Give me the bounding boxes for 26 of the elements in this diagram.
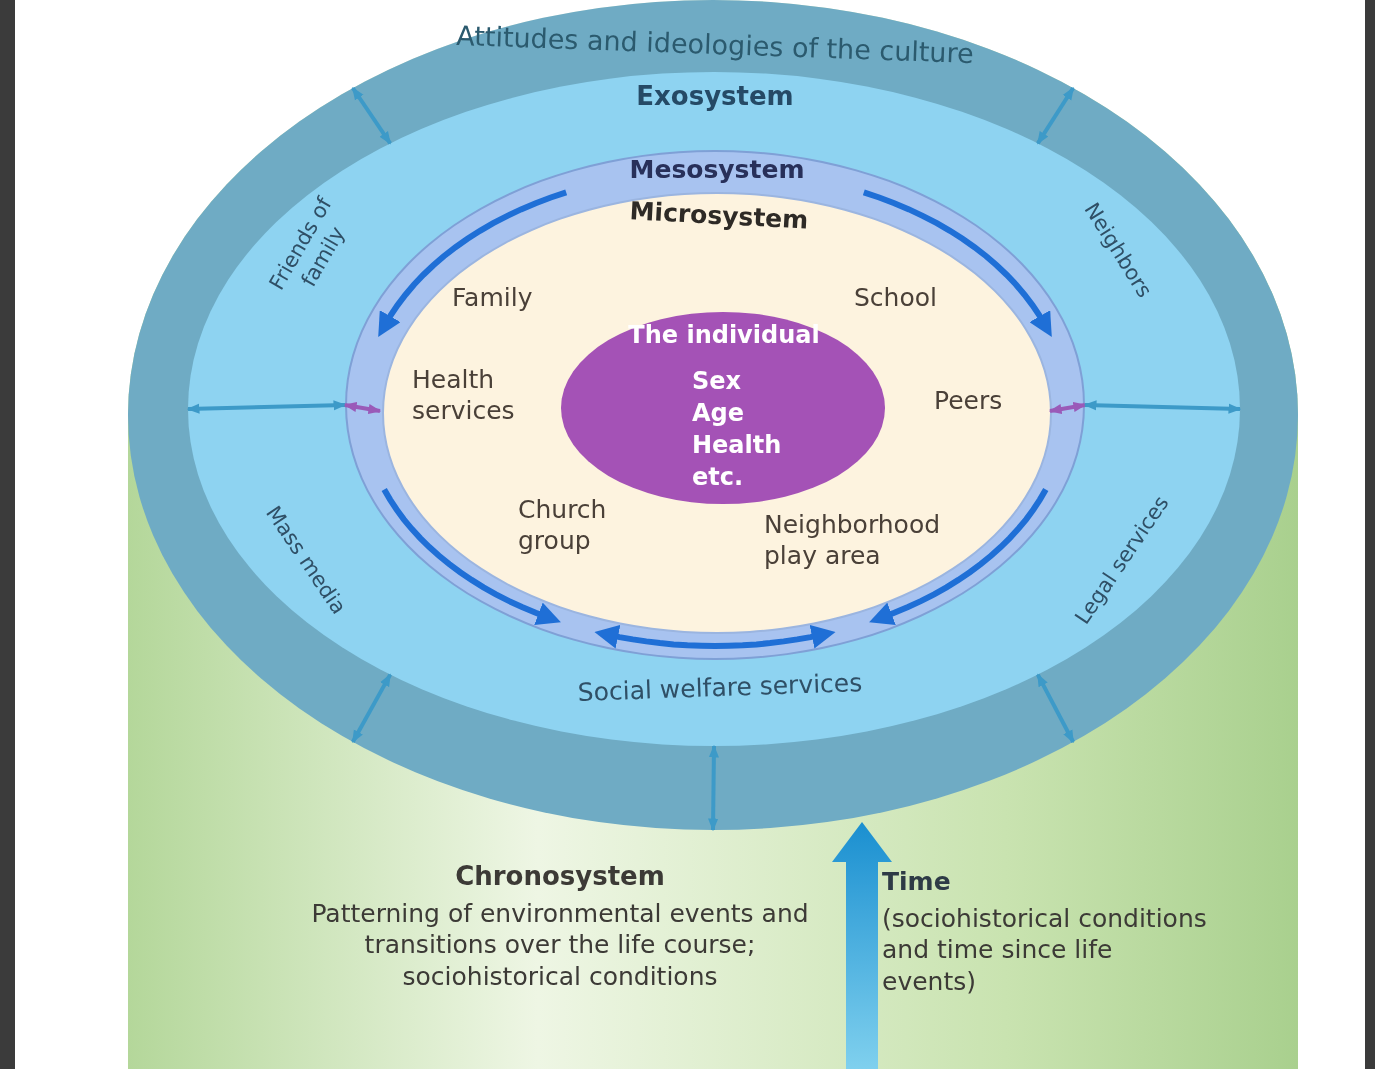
axis-label: Time (882, 866, 952, 898)
arrow (343, 401, 382, 415)
setting-label: Church group (518, 494, 608, 557)
setting-label: Neighborhood play area (764, 509, 942, 572)
trait-list: Sex Age Health etc. (692, 366, 792, 494)
arrow (1083, 400, 1242, 414)
setting-label: Family (452, 282, 534, 314)
arrow (1036, 86, 1075, 145)
arrow (1048, 401, 1087, 415)
system-heading: Exosystem (635, 80, 795, 113)
system-heading: Microsystem (627, 195, 811, 237)
arrow (351, 86, 392, 145)
arrow (186, 400, 347, 414)
description-text: (sociohistorical conditions and time since life events) (882, 903, 1208, 997)
system-heading: Chronosystem (454, 860, 666, 893)
individual-heading: The individual (627, 320, 821, 350)
arrow (1036, 673, 1075, 744)
layer-label: Social welfare services (576, 667, 864, 709)
setting-label: Health services (412, 364, 516, 427)
system-heading: Mesosystem (628, 154, 806, 186)
setting-label: School (854, 282, 938, 314)
arrow (708, 744, 719, 832)
setting-label: Peers (934, 385, 1004, 417)
arrow (351, 673, 392, 744)
description-text: Patterning of environmental events and transitions over the life course; sociohistorical conditions (310, 898, 810, 992)
layer-label: Attitudes and ideologies of the culture (454, 19, 976, 71)
